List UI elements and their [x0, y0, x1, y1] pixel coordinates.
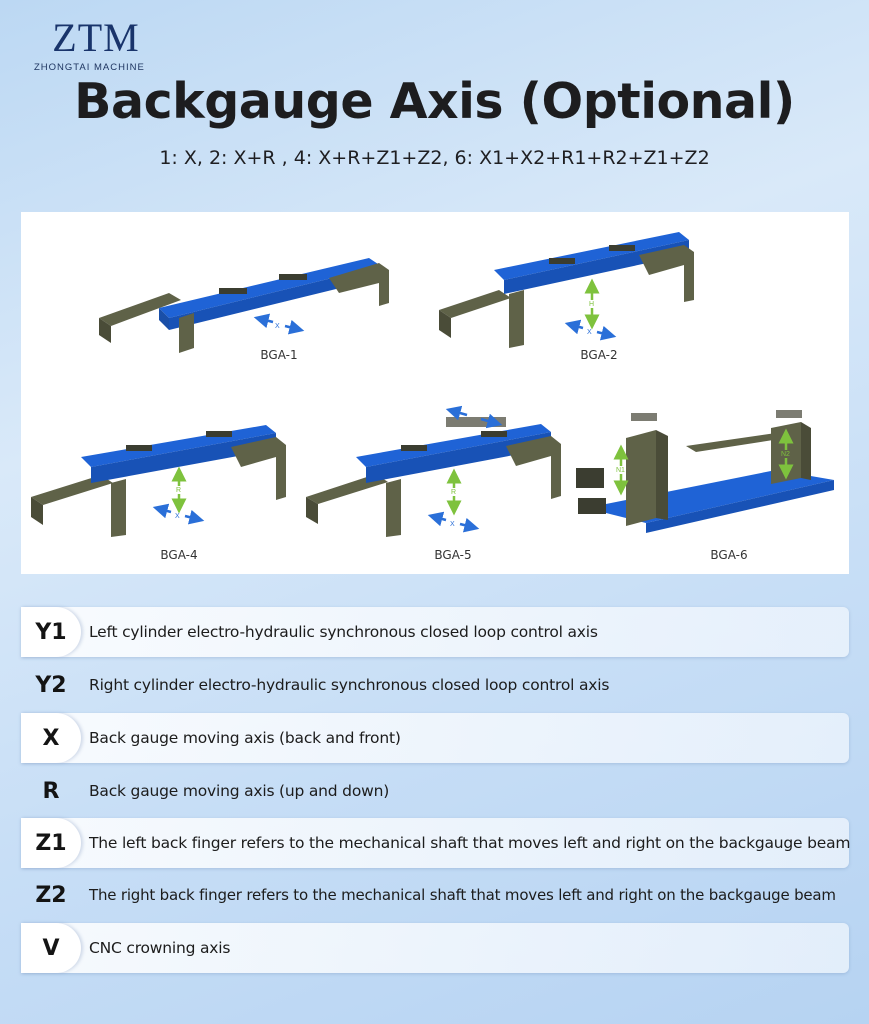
page-subtitle: 1: X, 2: X+R , 4: X+R+Z1+Z2, 6: X1+X2+R1… [159, 147, 710, 169]
svg-text:X: X [175, 513, 180, 520]
axis-arrows-overlay: X H X R X R X [152, 278, 794, 533]
bga-2-illustration [439, 230, 699, 350]
axis-row-r: R Back gauge moving axis (up and down) [21, 766, 849, 816]
axis-row-z2: Z2 The right back finger refers to the m… [21, 870, 849, 920]
svg-text:R: R [451, 489, 456, 496]
axis-code-z2: Z2 [35, 882, 67, 908]
svg-text:N2: N2 [781, 451, 790, 458]
axis-description-r: Back gauge moving axis (up and down) [89, 782, 390, 800]
bga-5-r-arrow: R [446, 468, 462, 516]
bga-2-caption: BGA-2 [580, 348, 618, 362]
bga-4-r-arrow: R [171, 466, 187, 514]
axis-description-x: Back gauge moving axis (back and front) [89, 729, 401, 747]
axis-row-y1: Y1 Left cylinder electro-hydraulic synch… [21, 607, 849, 657]
svg-text:H: H [589, 301, 594, 308]
bga-1-x-arrow: X [253, 313, 305, 335]
bga-4-x-arrow: X [152, 503, 205, 525]
bga-6-n2-arrow: N2 [778, 428, 794, 480]
axis-row-v: V CNC crowning axis [21, 923, 849, 973]
bga-4-caption: BGA-4 [160, 548, 198, 562]
axis-description-z1: The left back finger refers to the mecha… [89, 834, 851, 852]
bga-6-n1-arrow: N1 [613, 444, 629, 496]
bga-5-illustration [306, 412, 576, 537]
axis-code-z1: Z1 [21, 818, 81, 868]
axis-code-y2: Y2 [35, 672, 67, 698]
bga-4-illustration [31, 417, 301, 537]
bga-1-caption: BGA-1 [260, 348, 298, 362]
axis-code-x: X [21, 713, 81, 763]
bga-2-x-arrow: X [564, 319, 617, 341]
axis-code-r: R [42, 778, 60, 804]
logo-subtext: ZHONGTAI MACHINE [34, 62, 145, 73]
bga-1-illustration [99, 248, 399, 358]
axis-code-v: V [21, 923, 81, 973]
svg-text:X: X [587, 329, 592, 336]
axis-code-y1: Y1 [21, 607, 81, 657]
page-title: Backgauge Axis (Optional) [74, 73, 795, 130]
axis-description-y2: Right cylinder electro-hydraulic synchro… [89, 676, 610, 694]
backgauge-illustration-panel: BGA-1 BGA-2 BGA-4 [21, 212, 849, 574]
bga-5-z-arrow [445, 405, 503, 429]
svg-text:N1: N1 [616, 467, 625, 474]
axis-description-y1: Left cylinder electro-hydraulic synchron… [89, 623, 598, 641]
bga-2-h-arrow: H [584, 278, 600, 330]
logo-mark: ZTM [52, 15, 140, 60]
axis-description-z2: The right back finger refers to the mech… [89, 886, 836, 904]
axis-row-x: X Back gauge moving axis (back and front… [21, 713, 849, 763]
bga-5-caption: BGA-5 [434, 548, 472, 562]
svg-text:X: X [450, 521, 455, 528]
axis-row-z1: Z1 The left back finger refers to the me… [21, 818, 851, 868]
axis-row-y2: Y2 Right cylinder electro-hydraulic sync… [21, 660, 849, 710]
svg-text:R: R [176, 487, 181, 494]
bga-5-x-arrow: X [427, 511, 480, 533]
bga-6-caption: BGA-6 [710, 548, 748, 562]
axis-description-v: CNC crowning axis [89, 939, 231, 957]
svg-text:X: X [275, 323, 280, 330]
brand-logo: ZTM ZHONGTAI MACHINE [34, 15, 164, 74]
